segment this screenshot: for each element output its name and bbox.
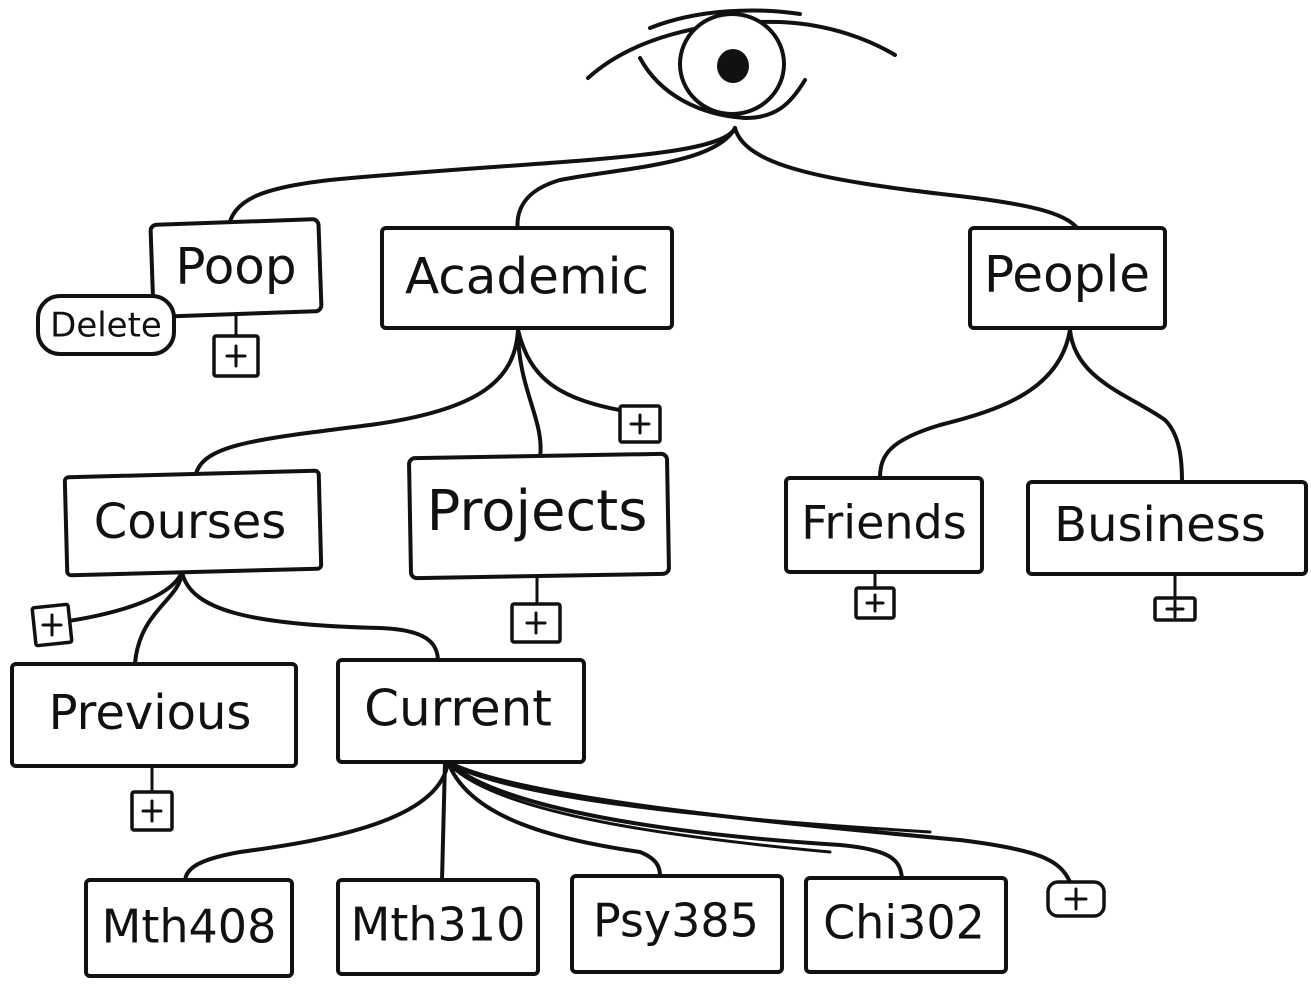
node-courses-label: Courses: [94, 494, 287, 550]
eye-pupil: [717, 49, 749, 83]
edge-courses-add: [60, 570, 184, 624]
eye-brow: [648, 8, 802, 30]
node-chi302[interactable]: Chi302: [804, 876, 1008, 974]
edge-academic-add: [516, 328, 632, 414]
eye-icon: [586, 8, 897, 121]
node-poop-label: Poop: [175, 238, 296, 296]
node-people[interactable]: People: [968, 226, 1167, 330]
node-psy385-label: Psy385: [593, 894, 759, 948]
delete-button[interactable]: Delete: [36, 294, 176, 356]
add-button-friends[interactable]: [854, 586, 896, 620]
edge-current-add: [446, 760, 1072, 884]
add-button-poop[interactable]: [212, 334, 260, 378]
edge-current-mth310: [440, 760, 447, 882]
edge-root-people: [733, 126, 1082, 234]
edge-current-mth408: [183, 760, 450, 884]
edge-academic-courses: [193, 328, 520, 480]
node-mth310-label: Mth310: [351, 898, 526, 952]
eye-lower-lid: [638, 56, 807, 121]
edge-current-echo-a: [450, 763, 932, 834]
node-mth310[interactable]: Mth310: [336, 878, 540, 976]
node-previous[interactable]: Previous: [10, 662, 298, 768]
edge-current-chi302: [446, 760, 904, 880]
node-poop[interactable]: Poop: [148, 217, 324, 319]
edge-people-friends: [878, 328, 1072, 480]
node-academic-label: Academic: [405, 248, 649, 306]
node-courses[interactable]: Courses: [62, 468, 324, 578]
node-mth408-label: Mth408: [102, 900, 277, 954]
edge-academic-projects: [516, 328, 543, 460]
add-button-courses[interactable]: [30, 602, 74, 648]
add-button-projects[interactable]: [510, 602, 562, 644]
node-business-label: Business: [1054, 497, 1266, 553]
node-mth408[interactable]: Mth408: [84, 878, 294, 978]
node-psy385[interactable]: Psy385: [570, 874, 784, 974]
node-current-label: Current: [364, 680, 552, 738]
add-button-business[interactable]: [1153, 596, 1197, 622]
node-business[interactable]: Business: [1026, 480, 1308, 576]
edge-root-academic: [515, 126, 737, 234]
add-button-previous[interactable]: [130, 790, 174, 832]
node-friends-label: Friends: [801, 496, 966, 550]
connectors: [60, 126, 1184, 884]
eye-upper-lid: [586, 19, 897, 80]
edge-current-psy385: [446, 760, 662, 880]
edge-courses-previous: [133, 570, 184, 665]
node-friends[interactable]: Friends: [784, 476, 984, 574]
node-people-label: People: [984, 246, 1150, 304]
node-projects[interactable]: Projects: [407, 451, 671, 581]
node-chi302-label: Chi302: [823, 896, 985, 950]
add-button-current[interactable]: [1046, 880, 1106, 918]
node-academic[interactable]: Academic: [380, 226, 674, 330]
node-projects-label: Projects: [427, 479, 648, 544]
edge-courses-current: [180, 570, 440, 664]
delete-button-label: Delete: [50, 306, 162, 346]
edge-people-business: [1068, 328, 1184, 484]
edge-current-echo-b: [448, 763, 832, 854]
edge-root-poop: [226, 126, 737, 232]
node-current[interactable]: Current: [336, 658, 586, 764]
add-button-academic[interactable]: [618, 404, 662, 444]
node-previous-label: Previous: [49, 685, 252, 741]
